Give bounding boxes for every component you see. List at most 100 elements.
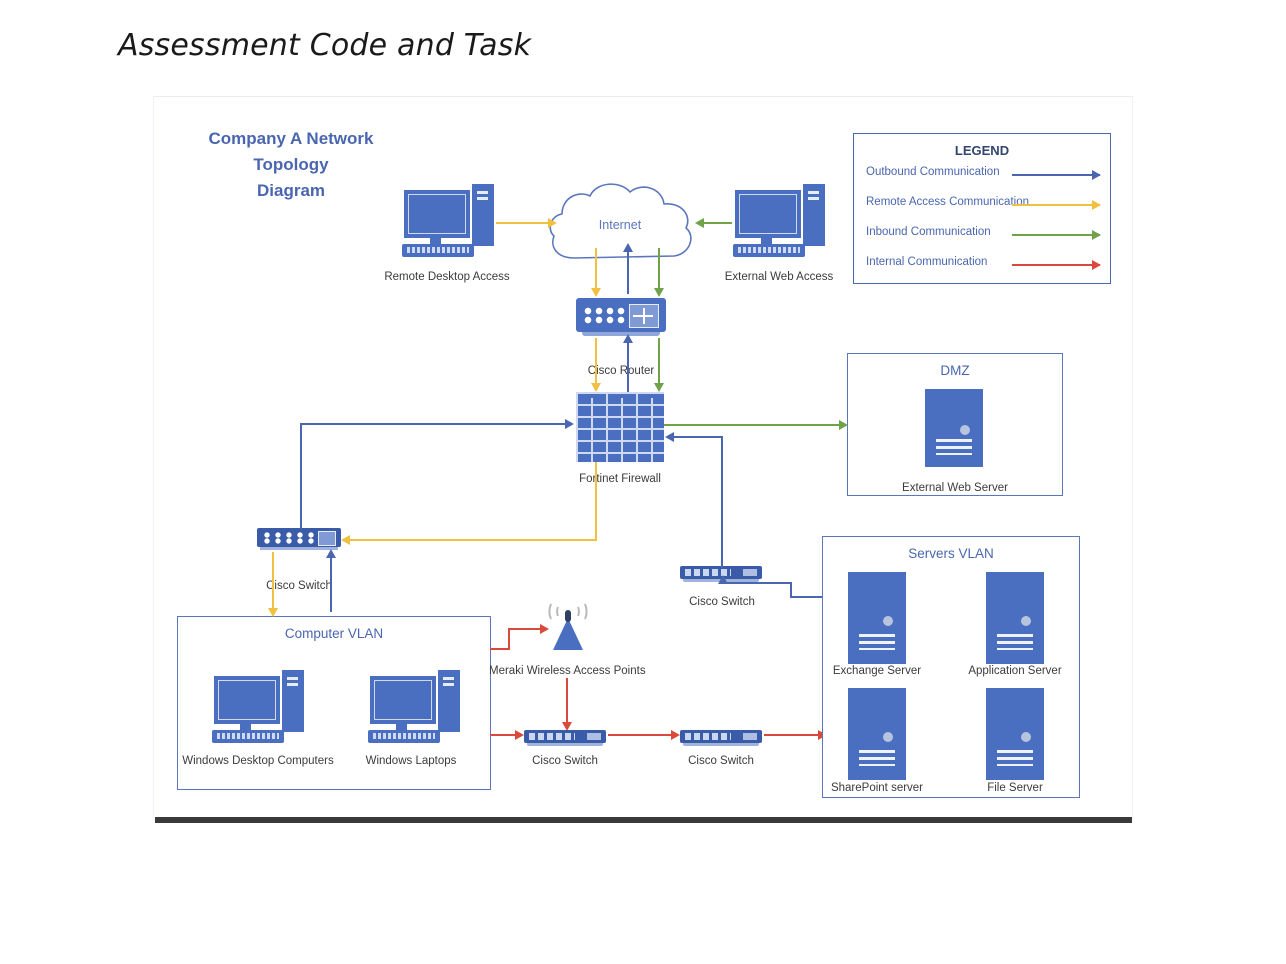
diagram-title-line-3: Diagram	[256, 181, 326, 200]
label-sharepoint-server: SharePoint server	[830, 782, 924, 794]
legend-arrow-remote-access	[1012, 200, 1101, 210]
legend-item-outbound: Outbound Communication	[854, 166, 1110, 186]
server-tower-icon-external-web	[925, 389, 983, 467]
legend-label-outbound: Outbound Communication	[866, 166, 1000, 178]
legend-label-inbound: Inbound Communication	[866, 226, 991, 238]
internet-cloud-icon: Internet	[540, 178, 700, 276]
label-wireless-ap: Meraki Wireless Access Points	[489, 665, 646, 677]
arrowhead-firewall-to-switch-left	[341, 535, 350, 545]
link-switch-mid-up-outbound	[721, 437, 723, 568]
arrowhead-switch-left-to-vlan	[268, 608, 278, 617]
label-switch-bottom-1: Cisco Switch	[532, 755, 598, 767]
desktop-computer-icon-external	[733, 182, 827, 258]
link-vlan-to-ap-seg2	[508, 628, 510, 650]
link-vlan-to-switch-left-outbound	[330, 556, 332, 612]
link-router-to-firewall-inbound	[658, 338, 660, 384]
wireless-access-point-icon-meraki	[533, 602, 603, 658]
label-fortinet-firewall: Fortinet Firewall	[579, 473, 661, 485]
label-cisco-router: Cisco Router	[587, 365, 655, 377]
link-remote-to-internet	[496, 222, 548, 224]
legend-item-internal: Internal Communication	[854, 256, 1110, 276]
link-firewall-down-remote	[595, 462, 597, 540]
label-switch-mid-right: Cisco Switch	[689, 596, 755, 608]
server-tower-icon-file	[986, 688, 1044, 780]
link-switch-left-to-vlan-remote	[272, 552, 274, 610]
link-switch-left-to-firewall-outbound	[300, 423, 566, 425]
page-title: Assessment Code and Task	[118, 28, 532, 63]
link-switch-bottom2-to-servers	[764, 734, 822, 736]
legend-label-remote-access: Remote Access Communication	[866, 196, 1029, 208]
network-switch-icon-bottom-2	[680, 730, 762, 746]
link-internet-to-router-inbound	[658, 248, 660, 290]
arrowhead-router-to-internet-outbound	[623, 243, 633, 252]
link-vlan-to-ap-seg3	[508, 628, 542, 630]
network-switch-icon-left	[257, 528, 341, 550]
label-windows-desktops: Windows Desktop Computers	[182, 755, 334, 767]
link-internet-to-router-remote	[595, 248, 597, 290]
arrowhead-vlan-to-ap	[540, 624, 549, 634]
legend-item-remote-access: Remote Access Communication	[854, 196, 1110, 216]
cloud-shape	[549, 183, 692, 259]
link-external-to-internet	[704, 222, 732, 224]
link-vlan-to-ap-seg1	[490, 648, 510, 650]
arrowhead-internet-to-router-remote	[591, 288, 601, 297]
legend: LEGEND Outbound Communication Remote Acc…	[853, 133, 1111, 284]
link-switch-bottom1-to-2	[608, 734, 672, 736]
arrowhead-router-to-firewall-inbound	[654, 383, 664, 392]
legend-arrow-internal	[1012, 260, 1101, 270]
arrowhead-internet-to-router-inbound	[654, 288, 664, 297]
server-tower-icon-exchange	[848, 572, 906, 664]
link-servers-to-switch-seg3	[722, 582, 792, 584]
arrowhead-vlan-to-switch-left	[326, 549, 336, 558]
link-firewall-to-router-outbound	[627, 340, 629, 392]
label-windows-laptops: Windows Laptops	[365, 755, 457, 767]
label-switch-left: Cisco Switch	[266, 580, 332, 592]
wap-shape	[548, 603, 588, 650]
legend-label-internal: Internal Communication	[866, 256, 988, 268]
arrowhead-ap-to-switch-bottom1	[562, 722, 572, 731]
arrowhead-router-to-firewall-remote	[591, 383, 601, 392]
legend-arrow-outbound	[1012, 170, 1101, 180]
link-servers-to-switch-seg2	[790, 582, 792, 598]
arrowhead-firewall-to-dmz	[839, 420, 848, 430]
label-external-web-server: External Web Server	[902, 482, 1008, 494]
link-servers-to-switch-seg1	[790, 596, 822, 598]
link-router-to-firewall-remote	[595, 338, 597, 384]
desktop-computer-icon-windows-desktop	[212, 668, 306, 744]
link-vlan-to-switch-bottom1	[490, 734, 516, 736]
link-firewall-to-switch-left-remote	[350, 539, 597, 541]
arrowhead-firewall-to-router-outbound	[623, 334, 633, 343]
arrowhead-switch-mid-to-firewall	[665, 432, 674, 442]
legend-arrow-inbound	[1012, 230, 1101, 240]
desktop-computer-icon-windows-laptop	[368, 668, 462, 744]
label-external-web-access: External Web Access	[724, 271, 834, 283]
link-firewall-to-dmz	[664, 424, 840, 426]
label-remote-desktop-access: Remote Desktop Access	[384, 271, 510, 283]
brick-firewall-icon-fortinet	[576, 392, 664, 462]
label-internet: Internet	[598, 218, 642, 232]
slide-bottom-rule	[155, 817, 1132, 823]
legend-title: LEGEND	[954, 143, 1010, 158]
zone-title-dmz: DMZ	[940, 363, 970, 378]
desktop-computer-icon-remote	[402, 182, 496, 258]
arrowhead-switch-left-to-firewall	[565, 419, 574, 429]
label-switch-bottom-2: Cisco Switch	[688, 755, 754, 767]
label-exchange-server: Exchange Server	[832, 665, 922, 677]
arrowhead-external-to-internet	[695, 218, 704, 228]
link-switch-left-up-outbound	[300, 425, 302, 529]
label-file-server: File Server	[987, 782, 1043, 794]
zone-title-servers-vlan: Servers VLAN	[908, 546, 994, 561]
diagram-title-line-2: Topology	[253, 155, 329, 174]
link-switch-mid-to-firewall-outbound	[674, 436, 723, 438]
arrowhead-servers-to-switch	[718, 575, 728, 584]
link-ap-to-switch-bottom1	[566, 678, 568, 724]
server-tower-icon-application	[986, 572, 1044, 664]
link-router-to-internet-outbound	[627, 250, 629, 294]
network-switch-icon-bottom-1	[524, 730, 606, 746]
arrowhead-remote-to-internet	[548, 218, 557, 228]
legend-item-inbound: Inbound Communication	[854, 226, 1110, 246]
server-tower-icon-sharepoint	[848, 688, 906, 780]
zone-title-computer-vlan: Computer VLAN	[284, 626, 384, 641]
diagram-title: Company A Network Topology Diagram	[193, 126, 389, 204]
